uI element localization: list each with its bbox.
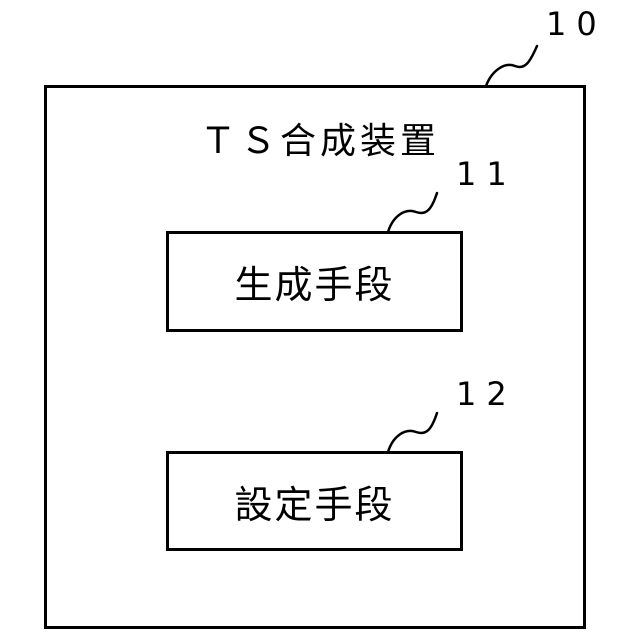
generation-means-block: 生成手段 xyxy=(166,231,463,332)
ref-numeral-12: 12 xyxy=(456,375,517,413)
generation-means-label: 生成手段 xyxy=(169,234,460,329)
ref-numeral-11: 11 xyxy=(456,155,517,193)
ref-numeral-10: 10 xyxy=(546,5,607,43)
setting-means-label: 設定手段 xyxy=(169,454,460,548)
leader-line-10 xyxy=(486,46,537,86)
device-title: ＴＳ合成装置 xyxy=(0,112,640,164)
setting-means-block: 設定手段 xyxy=(166,451,463,551)
